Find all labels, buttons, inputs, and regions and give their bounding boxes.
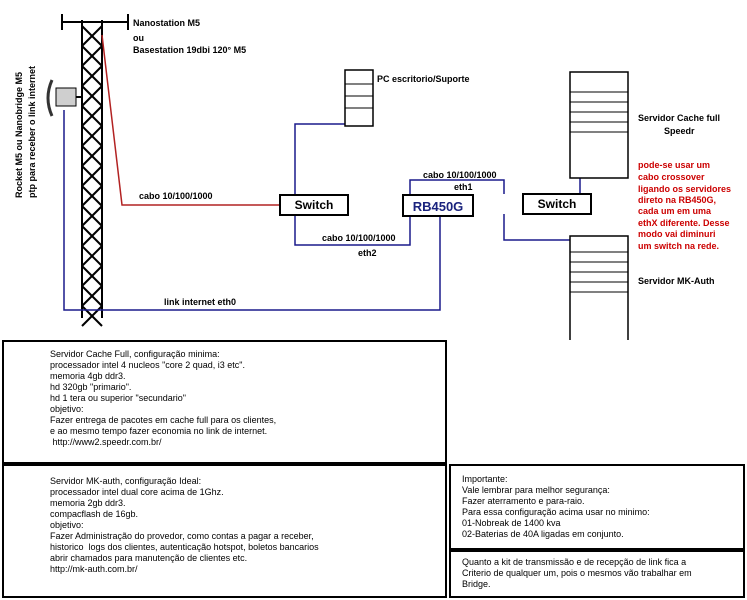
box-line: Quanto a kit de transmissão e de recepçã… [462, 557, 687, 567]
box-line: Bridge. [462, 579, 491, 589]
note-line: cabo crossover [638, 172, 705, 182]
switch-1-label: Switch [295, 198, 334, 212]
cabo-mid-label: cabo 10/100/1000 [322, 233, 396, 243]
switch-1: Switch [279, 194, 349, 216]
box-line: objetivo: [50, 520, 84, 530]
topology-drawing: Switch RB450G Switch Nanostation M5 ou B… [14, 14, 731, 340]
box-line: 01-Nobreak de 1400 kva [462, 518, 561, 528]
box-line: Fazer entrega de pacotes em cache full p… [50, 415, 277, 425]
box-line: processador intel 4 nucleos "core 2 quad… [50, 360, 246, 370]
rocket-label-2: ptp para receber o link internet [27, 66, 37, 198]
cabo-left-label: cabo 10/100/1000 [139, 191, 213, 201]
box-line: Criterio de qualquer um, pois o mesmos v… [462, 568, 692, 578]
crossover-note: pode-se usar um cabo crossover ligando o… [638, 160, 731, 251]
switch-2-label: Switch [538, 197, 577, 211]
box-line: Importante: [462, 474, 508, 484]
servidor-mkauth-label: Servidor MK-Auth [638, 276, 715, 286]
note-line: um switch na rede. [638, 241, 719, 251]
box-line: Fazer Administração do provedor, como co… [50, 531, 314, 541]
router-rb450g: RB450G [402, 194, 474, 217]
box-line: objetivo: [50, 404, 84, 414]
link-internet-label: link internet eth0 [164, 297, 236, 307]
pc-label: PC escritorio/Suporte [377, 74, 470, 84]
cabo-right-label: cabo 10/100/1000 [423, 170, 497, 180]
server-mkauth-icon [569, 235, 629, 340]
box-line: compacflash de 16gb. [50, 509, 139, 519]
box-line: Vale lembrar para melhor segurança: [462, 485, 610, 495]
box-line: http://mk-auth.com.br/ [50, 564, 138, 574]
blue-cable-router-to-switch2 [409, 179, 505, 196]
box-line: Servidor MK-auth, configuração Ideal: [50, 476, 202, 486]
servidor-cache-label-1: Servidor Cache full [638, 113, 720, 123]
servidor-cache-label-2: Speedr [664, 126, 695, 136]
switch-2: Switch [522, 193, 592, 215]
box-line: Fazer aterramento e para-raio. [462, 496, 585, 506]
box-line: hd 1 tera ou superior "secundario" [50, 393, 186, 403]
box-line: hd 320gb "primario". [50, 382, 132, 392]
blue-cable-switch-to-router [294, 214, 411, 246]
pc-icon [344, 69, 374, 127]
importante-box: Importante: Vale lembrar para melhor seg… [449, 464, 745, 550]
box-line: abrir chamados para manutenção de client… [50, 553, 248, 563]
tower [61, 14, 129, 327]
box-line: e ao mesmo tempo fazer economia no link … [50, 426, 268, 436]
box-line: Servidor Cache Full, configuração minima… [50, 349, 220, 359]
box-line: Para essa configuração acima usar no min… [462, 507, 650, 517]
router-label: RB450G [413, 199, 464, 214]
cache-config-box: Servidor Cache Full, configuração minima… [2, 340, 447, 464]
kit-note-box: Quanto a kit de transmissão e de recepçã… [449, 550, 745, 598]
box-line: memoria 2gb ddr3. [50, 498, 126, 508]
server-cache-icon [569, 71, 629, 179]
box-line: historico logs dos clientes, autenticaçã… [50, 542, 319, 552]
rocket-label-1: Rocket M5 ou Nanobridge M5 [14, 72, 24, 198]
mkauth-config-box: Servidor MK-auth, configuração Ideal: pr… [2, 464, 447, 598]
red-cable-tower-to-switch [101, 34, 280, 206]
box-line: http://www2.speedr.com.br/ [50, 437, 162, 447]
note-line: modo vai diminuri [638, 229, 716, 239]
blue-cable-switch2-to-mkauth [503, 214, 570, 241]
blue-cable-link-internet [63, 110, 441, 311]
note-line: ethX diferente. Desse [638, 218, 730, 228]
blue-cable-switch-to-pc [294, 123, 345, 196]
nanostation-label-2: ou [133, 33, 144, 43]
note-line: direto na RB450G, [638, 195, 716, 205]
nanostation-label-3: Basestation 19dbi 120° M5 [133, 45, 246, 55]
note-line: cada um em uma [638, 206, 712, 216]
antenna-dish-icon [46, 79, 82, 117]
note-line: pode-se usar um [638, 160, 710, 170]
box-line: processador intel dual core acima de 1Gh… [50, 487, 224, 497]
box-line: 02-Baterias de 40A ligadas em conjunto. [462, 529, 624, 539]
box-line: memoria 4gb ddr3. [50, 371, 126, 381]
eth2-label: eth2 [358, 248, 377, 258]
nanostation-label-1: Nanostation M5 [133, 18, 200, 28]
note-line: ligando os servidores [638, 184, 731, 194]
eth1-label: eth1 [454, 182, 473, 192]
